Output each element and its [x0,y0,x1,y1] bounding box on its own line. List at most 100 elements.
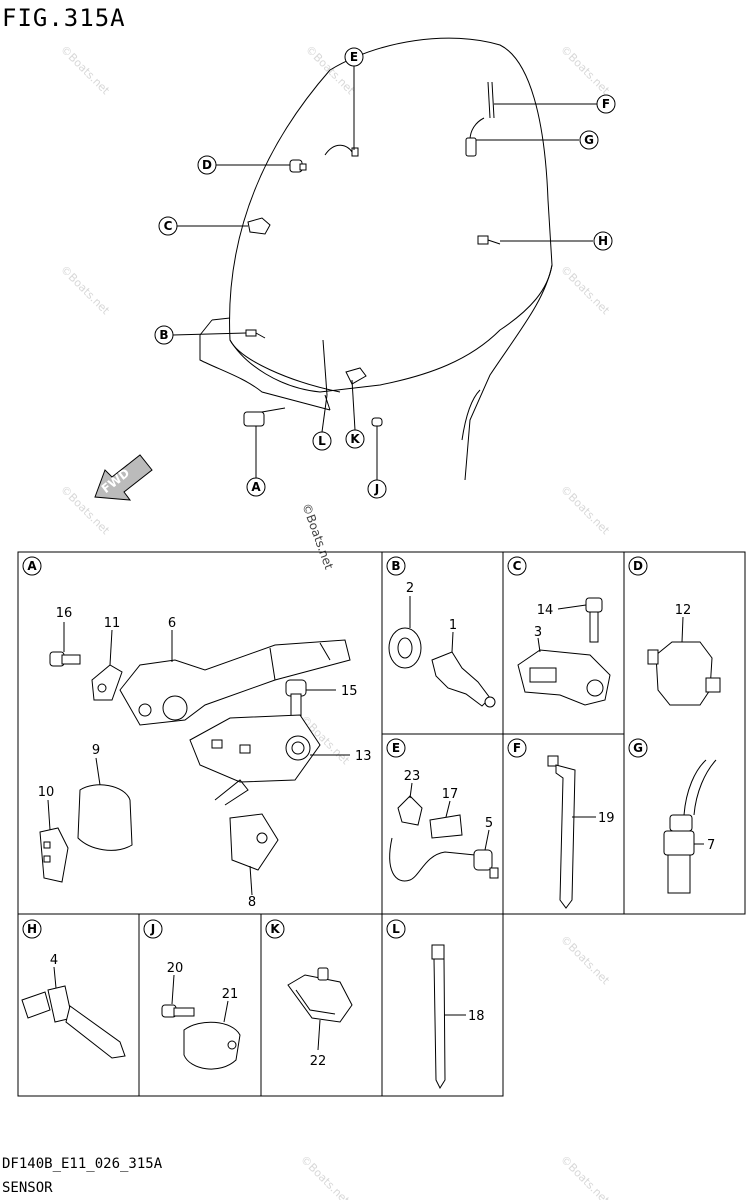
callout-e: E [344,47,364,67]
svg-text:F: F [513,741,521,755]
panel-d-numbers: 12 [675,603,692,618]
panel-e-numbers: 23 17 5 [404,769,493,831]
svg-text:D: D [202,158,212,172]
callout-c: C [158,216,178,236]
panel-l-parts [431,944,446,1090]
svg-text:A: A [251,480,261,494]
panel-label-e: E [386,738,406,758]
watermark: ©Boats.net [558,483,613,538]
part-number: 3 [534,625,542,640]
copyright-watermark: ©Boats.net [299,501,336,571]
panel-label-h: H [22,919,42,939]
panel-k-parts [287,967,353,1023]
panel-h-parts [21,985,126,1059]
panel-d-leaders [681,616,684,643]
svg-text:L: L [318,434,326,448]
svg-text:D: D [633,559,643,573]
panel-d-parts [647,641,721,706]
panel-b-numbers: 2 1 [406,581,457,633]
panel-e-parts [389,795,499,882]
panel-b-parts [388,627,496,708]
callout-leaders [172,65,597,480]
figure-name: SENSOR [2,1180,53,1196]
panel-e-leaders [409,782,490,851]
svg-text:K: K [350,432,360,446]
panel-a-numbers: 16 11 6 15 9 13 10 8 [38,606,372,910]
svg-text:B: B [159,328,168,342]
engine-outline [199,37,553,481]
part-number: 16 [56,606,73,621]
panel-label-f: F [507,738,527,758]
panel-g-numbers: 7 [707,838,715,853]
callout-d: D [197,155,217,175]
panel-j-parts [161,1004,241,1070]
watermark: ©Boats.net [558,933,613,988]
panel-h-numbers: 4 [50,953,58,968]
svg-text:K: K [270,922,280,936]
panel-a-leaders [47,622,350,896]
watermark: ©Boats.net [558,43,613,98]
part-number: 13 [355,749,372,764]
part-number: 20 [167,961,184,976]
panel-c-numbers: 14 3 [534,603,553,640]
watermark: ©Boats.net [298,1153,353,1200]
callout-g: G [579,130,599,150]
svg-text:J: J [374,482,379,496]
part-number: 11 [104,616,121,631]
part-number: 19 [598,811,615,826]
panel-label-b: B [386,556,406,576]
svg-text:L: L [392,922,400,936]
fwd-arrow: FWD [94,454,153,501]
part-number: 6 [168,616,176,631]
svg-text:G: G [633,741,643,755]
svg-text:A: A [27,559,37,573]
svg-text:J: J [150,922,155,936]
part-number: 5 [485,816,493,831]
panel-label-g: G [628,738,648,758]
part-number: 14 [537,603,554,618]
figure-code: DF140B_E11_026_315A [2,1156,163,1172]
part-number: 18 [468,1009,485,1024]
panel-label-k: K [265,919,285,939]
part-number: 10 [38,785,55,800]
panel-label-j: J [143,919,163,939]
panel-j-leaders [171,974,229,1023]
svg-text:E: E [350,50,358,64]
panel-a-parts [39,639,351,883]
part-number: 2 [406,581,414,596]
panel-h-leaders [53,966,57,989]
overview-callouts: E D C B F G H A L K J [154,47,616,499]
callout-b: B [154,325,174,345]
figure-title: FIG.315A [2,4,126,32]
part-number: 23 [404,769,421,784]
panel-l-numbers: 18 [468,1009,485,1024]
svg-text:G: G [584,133,594,147]
callout-l: L [312,431,332,451]
panel-labels: A B C D E F G H J K L [22,556,648,939]
panel-label-d: D [628,556,648,576]
part-number: 7 [707,838,715,853]
svg-text:C: C [164,219,173,233]
panel-label-c: C [507,556,527,576]
callout-h: H [593,231,613,251]
part-number: 8 [248,895,256,910]
callout-f: F [596,94,616,114]
svg-text:F: F [602,97,610,111]
panel-j-numbers: 20 21 [167,961,239,1002]
part-number: 9 [92,743,100,758]
svg-text:E: E [392,741,400,755]
panel-g-parts [663,759,717,894]
part-number: 1 [449,618,457,633]
watermark: ©Boats.net [58,43,113,98]
part-number: 17 [442,787,459,802]
svg-text:B: B [391,559,400,573]
part-number: 22 [310,1054,327,1069]
panel-k-leaders [317,1019,321,1051]
panel-label-a: A [22,556,42,576]
panel-k-numbers: 22 [310,1054,327,1069]
watermark: ©Boats.net [558,1153,613,1200]
panel-label-l: L [386,919,406,939]
part-number: 21 [222,987,239,1002]
callout-a: A [246,477,266,497]
